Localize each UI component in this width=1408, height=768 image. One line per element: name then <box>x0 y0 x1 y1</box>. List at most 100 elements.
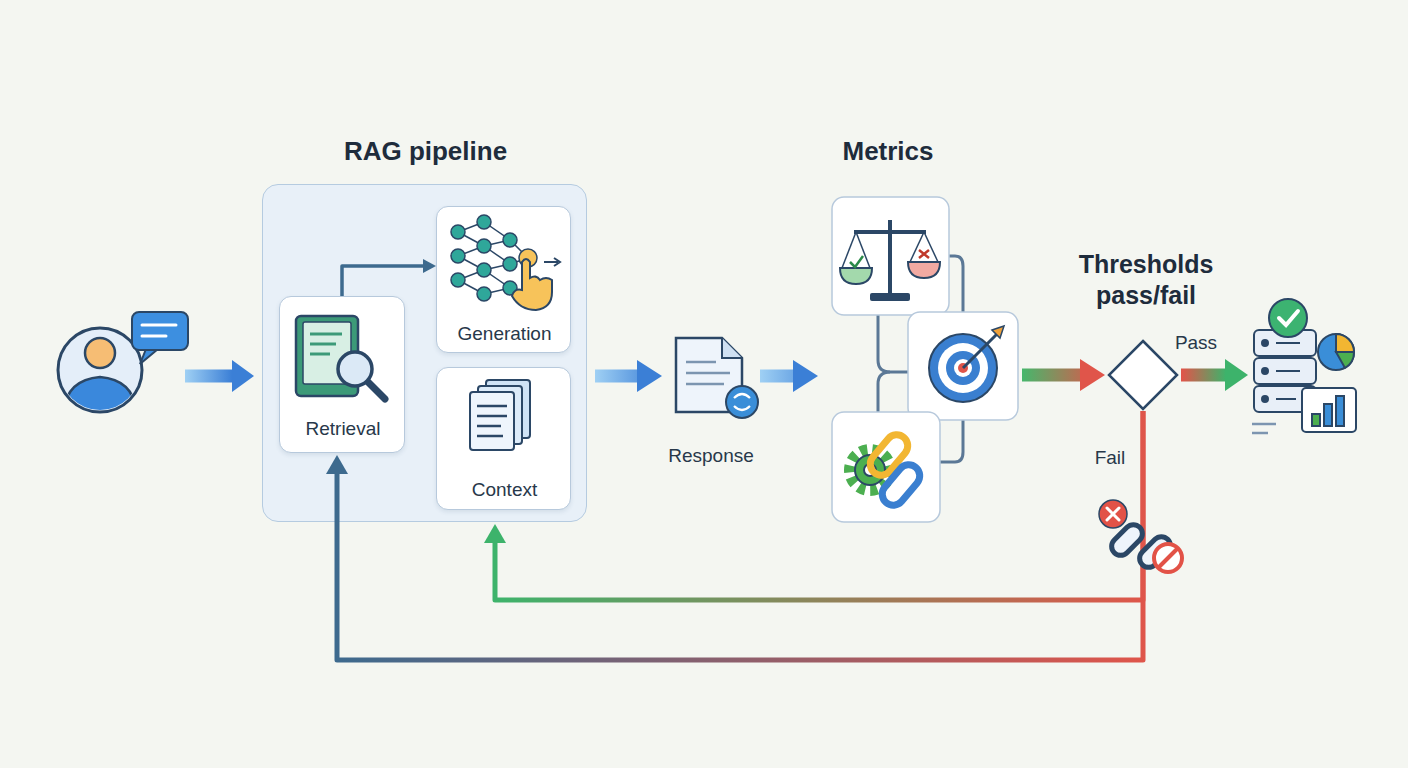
node-label: Retrieval <box>280 417 406 441</box>
metric-bracket <box>940 256 963 462</box>
bar-chart-card <box>1324 404 1332 426</box>
pointer-hand-icon <box>544 261 558 263</box>
branch-label: Pass <box>1170 331 1222 355</box>
documents-icon <box>477 405 507 408</box>
pie-chart-icon <box>1318 334 1354 370</box>
neural-net-icon <box>503 257 517 271</box>
broken-chain-icon <box>1154 544 1182 572</box>
bar-chart-card <box>1302 388 1356 432</box>
flow-connector <box>342 266 423 296</box>
neural-net-icon <box>484 240 510 246</box>
neural-net-icon <box>484 288 510 294</box>
input-arrow <box>185 370 233 383</box>
node-heading: Thresholds pass/fail <box>1053 249 1239 312</box>
broken-chain-icon <box>1099 500 1182 572</box>
documents-icon <box>477 435 503 438</box>
pie-chart-icon <box>1336 352 1354 368</box>
database-icon <box>1254 330 1316 412</box>
bar-chart-card <box>1302 388 1356 432</box>
gear-chain-tile <box>832 412 940 522</box>
neural-net-icon <box>510 240 528 258</box>
neural-net-icon <box>484 246 510 264</box>
user-icon <box>58 328 142 412</box>
pointer-hand-icon <box>512 258 560 310</box>
chat-bubble <box>142 335 166 338</box>
target-tile <box>908 312 1018 420</box>
balance-scale-tile <box>832 197 949 315</box>
metric-group: Metrics <box>830 195 1022 525</box>
database-icon <box>1276 370 1300 372</box>
log-lines <box>1252 424 1276 433</box>
response-document-icon <box>686 372 730 375</box>
chat-bubble <box>142 324 176 327</box>
database-icon <box>1254 358 1316 384</box>
target-tile <box>946 351 980 385</box>
documents-icon <box>486 380 530 438</box>
database-icon <box>1262 368 1268 374</box>
target-tile <box>958 363 968 373</box>
neural-net-icon <box>484 222 510 240</box>
node-label: Response <box>642 444 780 468</box>
magnifier-icon <box>338 352 372 386</box>
neural-net-icon <box>484 264 510 270</box>
database-icon <box>1262 396 1268 402</box>
database-icon <box>1276 398 1296 400</box>
magnifier-icon <box>338 352 385 399</box>
documents-icon <box>470 380 530 450</box>
edge-label: Fail <box>1088 446 1132 470</box>
balance-scale-tile <box>842 232 856 268</box>
flow-connector <box>495 411 1143 600</box>
gear-chain-tile <box>866 430 912 479</box>
response-document-icon <box>722 338 742 358</box>
neural-net-icon <box>503 233 517 247</box>
pointer-hand-icon <box>554 258 560 266</box>
neural-net-icon <box>484 270 510 288</box>
balance-scale-tile <box>856 232 870 268</box>
flow-connector <box>1022 369 1080 382</box>
neural-net-icon <box>503 281 517 295</box>
neural-net-icon <box>451 225 465 239</box>
gear-chain-tile <box>855 455 885 485</box>
gear-chain-tile <box>832 412 940 522</box>
documents-icon <box>477 425 501 428</box>
metric-bracket <box>878 256 963 462</box>
diamond-shape <box>1109 341 1177 409</box>
balance-scale-tile <box>919 250 929 258</box>
book-icon <box>296 316 358 396</box>
log-lines <box>1252 432 1268 435</box>
response-document-icon <box>734 406 750 410</box>
chat-bubble <box>132 312 188 364</box>
input-arrow <box>232 360 254 392</box>
flow-connector <box>595 370 637 383</box>
node-label: Generation <box>437 322 572 346</box>
neural-net-icon <box>477 215 491 229</box>
broken-chain-icon <box>1107 508 1119 520</box>
database-icon <box>1276 342 1300 344</box>
neural-net-icon <box>510 258 528 264</box>
response-document-icon <box>734 394 750 398</box>
balance-scale-tile <box>910 232 924 262</box>
documents-icon <box>477 415 507 418</box>
target-tile <box>992 326 1004 338</box>
neural-net-icon <box>458 222 484 232</box>
gear-chain-tile <box>878 460 924 509</box>
pass-arrow <box>1225 359 1248 391</box>
user-icon <box>85 338 115 368</box>
target-tile <box>954 359 972 377</box>
pie-chart-icon <box>1336 334 1354 352</box>
gear-chain-tile <box>864 464 876 476</box>
documents-icon <box>470 392 514 450</box>
bar-chart-card <box>1336 396 1344 426</box>
database-icon <box>1254 330 1316 356</box>
user-icon <box>58 328 142 412</box>
chat-bubble <box>132 312 188 350</box>
input-arrow <box>185 360 254 392</box>
magnifier-icon <box>367 381 385 399</box>
book-icon <box>310 333 342 336</box>
node-label: Context <box>437 478 572 502</box>
response-document-icon <box>676 338 758 418</box>
pass-check-icon <box>1269 299 1307 337</box>
balance-scale-tile <box>870 293 910 301</box>
